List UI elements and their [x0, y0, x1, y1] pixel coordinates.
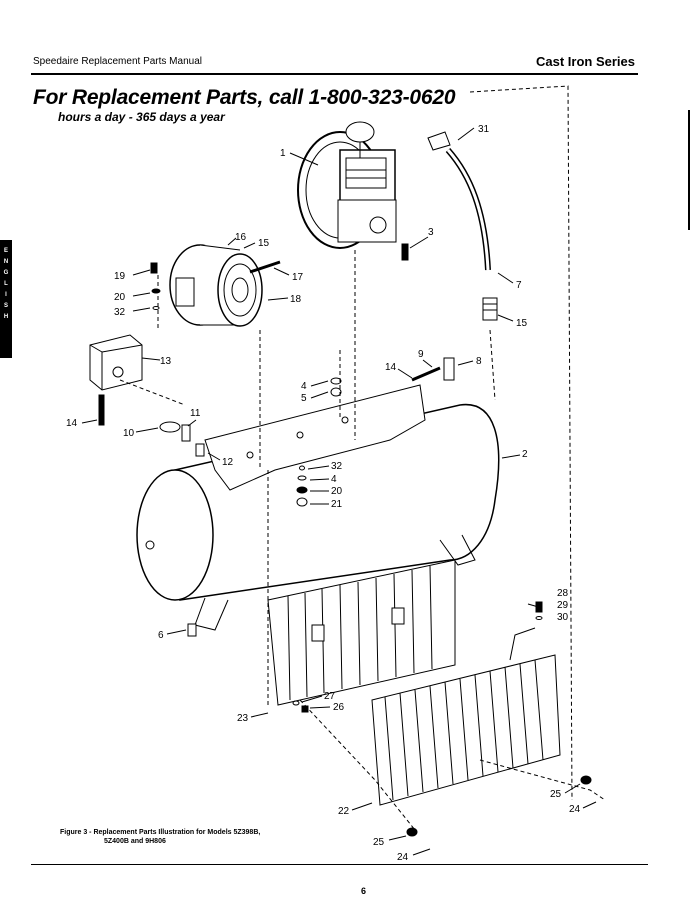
- callout-1: 1: [280, 148, 286, 159]
- callout-6: 6: [158, 630, 164, 641]
- language-tab: E N G L I S H: [0, 240, 12, 358]
- tab-letter: E: [3, 248, 8, 254]
- callout-23: 23: [237, 713, 249, 724]
- callout-24: 24: [569, 804, 581, 815]
- callout-18: 18: [290, 294, 302, 305]
- callout-5: 5: [301, 393, 307, 404]
- tab-letter: H: [3, 314, 9, 320]
- callout-27: 27: [324, 691, 336, 702]
- pressure-switch: [89, 334, 143, 391]
- callout-25: 25: [373, 837, 385, 848]
- callout-10: 10: [123, 428, 135, 439]
- beltguard-front: [371, 627, 561, 806]
- header-rule: [31, 73, 638, 75]
- callout-7: 7: [516, 280, 522, 291]
- margin-bar: [688, 110, 690, 230]
- callout-17: 17: [292, 272, 304, 283]
- page-subtitle: hours a day - 365 days a year: [58, 110, 225, 124]
- leader-frame: [469, 85, 573, 801]
- callout-21: 21: [331, 499, 343, 510]
- callout-31: 31: [478, 124, 490, 135]
- callout-9: 9: [418, 349, 424, 360]
- callout-12: 12: [222, 457, 234, 468]
- callout-29: 29: [557, 600, 569, 611]
- caption-line-1: Figure 3 - Replacement Parts Illustratio…: [60, 829, 261, 836]
- tab-letter: N: [3, 259, 9, 265]
- callout-32: 32: [114, 307, 126, 318]
- callout-24: 24: [397, 852, 409, 863]
- callout-19: 19: [114, 271, 126, 282]
- dashed-leaders: [119, 250, 606, 831]
- callout-22: 22: [338, 806, 350, 817]
- callout-25: 25: [550, 789, 562, 800]
- figure-caption: Figure 3 - Replacement Parts Illustratio…: [60, 828, 260, 846]
- tab-letter: L: [4, 281, 8, 287]
- callout-15: 15: [258, 238, 270, 249]
- callout-14: 14: [66, 418, 78, 429]
- tab-letter: G: [3, 270, 9, 276]
- series-title: Cast Iron Series: [536, 54, 635, 69]
- caption-line-2: 5Z400B and 9H806: [104, 838, 166, 845]
- callout-4: 4: [331, 474, 337, 485]
- tab-letter: I: [5, 292, 7, 298]
- hardware-items: [98, 243, 592, 837]
- pump-assembly: [297, 121, 397, 249]
- callout-4: 4: [301, 381, 307, 392]
- callout-14: 14: [385, 362, 397, 373]
- callout-8: 8: [476, 356, 482, 367]
- tab-letter: S: [3, 303, 8, 309]
- callout-16: 16: [235, 232, 247, 243]
- callout-arrows: [81, 127, 597, 856]
- callout-15: 15: [516, 318, 528, 329]
- manual-title: Speedaire Replacement Parts Manual: [33, 56, 202, 67]
- electric-motor: [169, 244, 281, 327]
- discharge-tube: [427, 131, 498, 321]
- beltguard-back: [267, 559, 456, 706]
- callout-3: 3: [428, 227, 434, 238]
- callout-30: 30: [557, 612, 569, 623]
- page-number: 6: [361, 886, 367, 896]
- callout-28: 28: [557, 588, 569, 599]
- callout-13: 13: [160, 356, 172, 367]
- page-title: For Replacement Parts, call 1-800-323-06…: [33, 86, 456, 109]
- callout-11: 11: [190, 408, 201, 419]
- callout-20: 20: [331, 486, 343, 497]
- footer-rule: [31, 864, 648, 865]
- callout-20: 20: [114, 292, 126, 303]
- callout-2: 2: [522, 449, 528, 460]
- callout-32: 32: [331, 461, 343, 472]
- callout-26: 26: [333, 702, 345, 713]
